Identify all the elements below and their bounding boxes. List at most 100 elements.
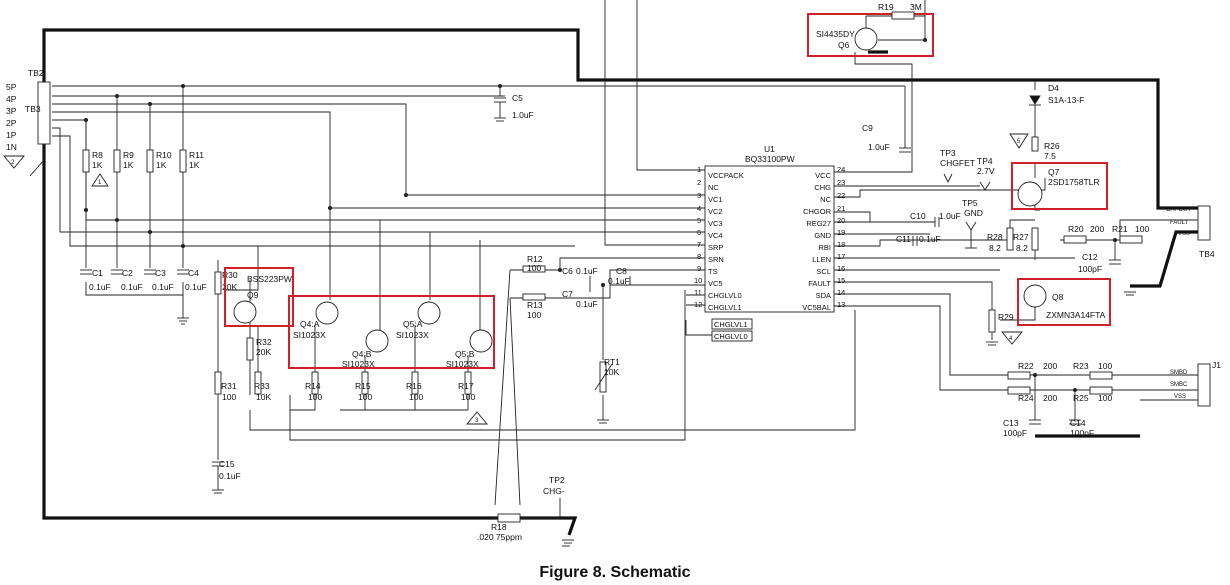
r28-val: 8.2 [989, 243, 1001, 253]
q6-part: SI4435DY [816, 29, 855, 39]
capacitor-bank: C1 0.1uF C2 0.1uF C3 0.1uF C4 0.1uF C5 1… [80, 93, 534, 325]
note-4: 4 [1009, 336, 1013, 342]
r19-ref: R19 [878, 2, 894, 12]
svg-text:NC: NC [708, 183, 719, 192]
c6-ref: C6 [562, 266, 573, 276]
svg-text:14: 14 [837, 288, 845, 297]
q6-highlight [807, 13, 934, 57]
tb4-pin-vss: VSS [1178, 231, 1190, 237]
r24-ref: R24 [1018, 393, 1034, 403]
r33-ref: R33 [254, 381, 270, 391]
c7-ref: C7 [562, 289, 573, 299]
c11-ref: C11 [896, 234, 911, 244]
svg-text:SRN: SRN [708, 255, 724, 264]
tb4-pin-capout: CAPOUT [1166, 207, 1191, 213]
r27-val: 8.2 [1016, 243, 1028, 253]
c13-val: 100pF [1003, 428, 1027, 438]
r18-val: .020 75ppm [477, 532, 522, 542]
thin-traces [52, 0, 1198, 519]
r20-val: 200 [1090, 224, 1104, 234]
q7-part: 2SD1758TLR [1048, 177, 1100, 187]
c7-val: 0.1uF [576, 299, 598, 309]
c15-val: 0.1uF [219, 471, 241, 481]
q5a-part: SI1023X [396, 330, 429, 340]
r30-val: 20K [222, 282, 237, 292]
r31-val: 100 [222, 392, 236, 402]
q8-region: Q8 ZXMN3A14FTA R29 4 [986, 278, 1111, 346]
svg-text:VC1: VC1 [708, 195, 723, 204]
q4b-ref: Q4:B [352, 349, 372, 359]
note-1: 1 [98, 180, 102, 186]
sense-filter: R12 100 R13 100 C6 0.1uF C7 0.1uF C8 0.1… [522, 254, 630, 424]
svg-text:7: 7 [697, 240, 701, 249]
r32-val: 20K [256, 347, 271, 357]
tb2-connector: TB2 TB3 5P 4P 3P 2P 1P 1N 2 [3, 68, 51, 177]
chglvl0-net: CHGLVL0 [714, 332, 748, 341]
r16-val: 100 [409, 392, 423, 402]
q4-q5-region: Q4:A SI1023X Q4:B SI1023X Q5:A SI1023X Q… [288, 295, 495, 425]
j1-pin-smbd: SMBD [1170, 370, 1188, 376]
svg-text:5: 5 [697, 216, 701, 225]
r11-ref: R11 [189, 150, 204, 160]
q9-part: BSS223PW [247, 274, 292, 284]
r23-val: 100 [1098, 361, 1112, 371]
svg-text:15: 15 [837, 276, 845, 285]
r25-ref: R25 [1073, 393, 1089, 403]
svg-text:SCL: SCL [816, 267, 831, 276]
c14-val: 100pF [1070, 428, 1094, 438]
c4-ref: C4 [188, 268, 199, 278]
svg-text:VC5: VC5 [708, 279, 723, 288]
r30-ref: R30 [222, 270, 238, 280]
c3-ref: C3 [155, 268, 166, 278]
q6-ref: Q6 [838, 40, 850, 50]
r23-ref: R23 [1073, 361, 1089, 371]
svg-text:9: 9 [697, 264, 701, 273]
tp2-net: CHG- [543, 486, 565, 496]
r21-val: 100 [1135, 224, 1149, 234]
tp3-net: CHGFET [940, 158, 975, 168]
q4-q5-highlight [288, 295, 495, 369]
u1-ref: U1 [764, 144, 775, 154]
pin-3p: 3P [6, 106, 17, 116]
tb4-region: R20 200 R21 100 C12 100pF CAPOUT FAULT V… [1063, 205, 1215, 296]
regulator-caps: C10 1.0uF C11 0.1uF R28 8.2 R27 8.2 [896, 211, 1039, 253]
q8-part: ZXMN3A14FTA [1046, 310, 1106, 320]
c2-ref: C2 [122, 268, 133, 278]
q6-region: C9 1.0uF SI4435DY Q6 R19 3M [807, 2, 934, 153]
note-5: 5 [1017, 139, 1021, 145]
r10-ref: R10 [156, 150, 172, 160]
c1-ref: C1 [92, 268, 103, 278]
resistor-bank-top: R8 1K R9 1K R10 1K R11 1K 1 [82, 149, 204, 187]
j1-pin-smbc: SMBC [1170, 382, 1188, 388]
r27-ref: R27 [1013, 232, 1029, 242]
test-points: TP3 CHGFET TP4 2.7V TP5 GND [940, 148, 995, 249]
tp4-ref: TP4 [977, 156, 993, 166]
svg-text:4: 4 [697, 204, 701, 213]
c1-val: 0.1uF [89, 282, 111, 292]
pin-4p: 4P [6, 94, 17, 104]
svg-text:VC5BAL: VC5BAL [802, 303, 831, 312]
rt1-val: 10K [604, 367, 619, 377]
c2-val: 0.1uF [121, 282, 143, 292]
svg-text:20: 20 [837, 216, 845, 225]
svg-text:LLEN: LLEN [812, 255, 831, 264]
r17-ref: R17 [458, 381, 474, 391]
d4-ref: D4 [1048, 83, 1059, 93]
r13-val: 100 [527, 310, 541, 320]
u1-right-pin-names: VCC CHG NC CHGOR REG27 GND RBI LLEN SCL … [802, 171, 831, 312]
q7-region: D4 S1A-13-F 5 R26 7.5 Q7 2SD1758TLR [1009, 83, 1108, 210]
svg-text:FAULT: FAULT [808, 279, 831, 288]
svg-text:CHG: CHG [814, 183, 831, 192]
r22-ref: R22 [1018, 361, 1034, 371]
r8-ref: R8 [92, 150, 103, 160]
j1-pin-vss: VSS [1174, 394, 1186, 400]
r13-ref: R13 [527, 300, 543, 310]
r12-ref: R12 [527, 254, 543, 264]
u1-left-pin-numbers: 1 2 3 4 5 6 7 8 9 10 11 12 [694, 165, 702, 309]
c3-val: 0.1uF [152, 282, 174, 292]
tp2-ref: TP2 [549, 475, 565, 485]
tb2-label: TB2 [28, 68, 44, 78]
svg-text:8: 8 [697, 252, 701, 261]
